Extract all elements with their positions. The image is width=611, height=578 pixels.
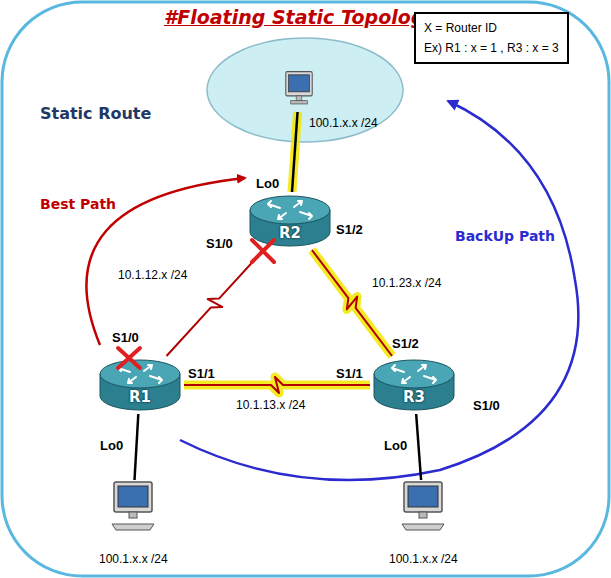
title-label: Static Route (40, 104, 151, 123)
pc-screen (118, 486, 148, 507)
router-name: R3 (370, 388, 458, 406)
router: R3 (370, 356, 458, 414)
interface-label: S1/1 (188, 366, 215, 381)
router-arrows (392, 365, 436, 383)
interface-label: Lo0 (384, 438, 407, 453)
interface-label: Lo0 (256, 176, 279, 191)
legend-box: X = Router ID Ex) R1 : x = 1 , R3 : x = 3 (414, 12, 569, 64)
pc-monitor (114, 482, 152, 512)
network-address: 100.1.x.x /24 (389, 552, 458, 566)
pc-monitor (404, 482, 442, 512)
path-label: Best Path (40, 196, 116, 212)
pc-screen (408, 486, 438, 507)
interface-label: S1/0 (473, 398, 500, 413)
router: R1 (96, 356, 184, 414)
backup-path-arrow (180, 101, 578, 480)
router-arrows (118, 365, 162, 383)
interface-label: S1/2 (336, 222, 363, 237)
loopback-link (292, 112, 298, 192)
pc: 100.1.x.x /24 (110, 480, 156, 532)
ethernet-line (416, 414, 421, 480)
pc-base (291, 101, 308, 104)
serial-link (167, 250, 264, 356)
interface-label: S1/2 (392, 336, 419, 351)
router-name: R1 (96, 388, 184, 406)
loopback-link (135, 414, 139, 480)
router-top (250, 196, 330, 224)
pc-keyboard (402, 524, 444, 530)
pc-stand (129, 512, 137, 518)
pc-keyboard (112, 524, 154, 530)
info-text: X = Router ID (424, 21, 559, 35)
router-top (100, 360, 180, 388)
pc-symbol (110, 480, 156, 532)
subnet-label: 10.1.13.x /24 (236, 398, 305, 412)
serial-line (312, 250, 392, 356)
path-highlight (312, 250, 392, 356)
subnet-label: 10.1.23.x /24 (372, 276, 441, 290)
failure-x (252, 240, 274, 262)
path-highlight (292, 112, 298, 192)
router-top (374, 360, 454, 388)
pc-stand (419, 512, 427, 518)
router: R2 (246, 192, 334, 250)
interface-label: Lo0 (100, 438, 123, 453)
pc-symbol (400, 480, 446, 532)
ethernet-line (292, 112, 298, 192)
loopback-link (416, 414, 421, 480)
pc: 100.1.x.x /24 (400, 480, 446, 532)
pc-symbol (283, 70, 315, 112)
router-arrows (268, 201, 312, 219)
pc: 100.1.x.x /24 (283, 70, 315, 112)
pc-stand (296, 96, 302, 101)
path-label: BackUp Path (455, 228, 555, 244)
interface-label: S1/0 (112, 330, 139, 345)
interface-label: S1/0 (206, 236, 233, 251)
subnet-label: 10.1.12.x /24 (118, 268, 187, 282)
network-address: 100.1.x.x /24 (309, 116, 378, 130)
router-name: R2 (246, 224, 334, 242)
serial-link (312, 250, 392, 356)
network-address: 100.1.x.x /24 (99, 552, 168, 566)
pc-monitor (286, 72, 312, 96)
network-ellipse (207, 38, 403, 142)
interface-label: S1/1 (336, 366, 363, 381)
ethernet-line (135, 414, 139, 480)
pc-screen (289, 75, 310, 92)
info-text: Ex) R1 : x = 1 , R3 : x = 3 (424, 41, 559, 55)
diagram-title: #Floating Static Topology (164, 6, 437, 28)
serial-line (167, 250, 264, 356)
